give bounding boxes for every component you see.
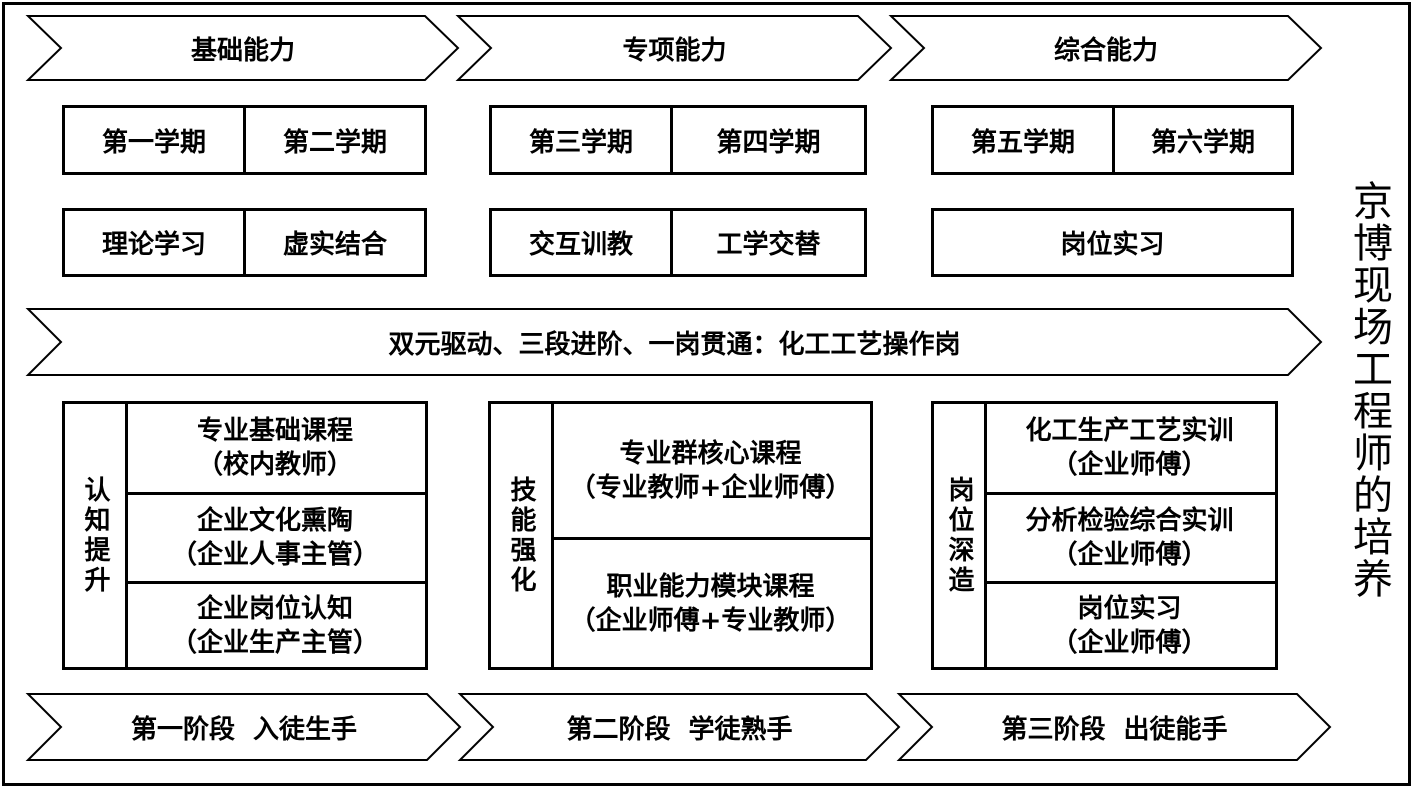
- semester-cell: 第五学期: [931, 105, 1115, 175]
- course-item: 岗位实习 （企业师傅）: [984, 581, 1275, 667]
- course-name: 分析检验综合实训: [1025, 506, 1234, 536]
- side-title-text: 京博现场工程师的培养: [1346, 180, 1392, 600]
- course-name: 岗位实习: [1077, 593, 1182, 624]
- course-item: 企业文化熏陶 （企业人事主管）: [125, 492, 425, 581]
- course-item: 专业群核心课程 （专业教师+企业师傅）: [551, 404, 870, 537]
- course-name: 职业能力模块课程: [606, 571, 815, 602]
- group-label: 岗位深造: [934, 404, 987, 667]
- group-label: 认知提升: [65, 404, 128, 667]
- bottom-stage-arrow-2: [457, 693, 901, 761]
- group-label-text: 认知提升: [80, 475, 110, 596]
- course-teacher: （企业人事主管）: [170, 540, 379, 570]
- semester-cell: 第六学期: [1112, 105, 1294, 175]
- course-item: 企业岗位认知 （企业生产主管）: [125, 581, 425, 667]
- group-label-text: 岗位深造: [944, 475, 974, 596]
- bottom-stage-label: 第二阶段 学徒熟手: [566, 714, 793, 745]
- top-phase-label: 综合能力: [1053, 35, 1158, 66]
- method-cell: 虚实结合: [243, 208, 427, 277]
- course-teacher: （企业生产主管）: [170, 627, 379, 658]
- course-name: 专业群核心课程: [619, 438, 802, 469]
- course-teacher: （企业师傅）: [1051, 450, 1208, 480]
- banner-label: 双元驱动、三段进阶、一岗贯通：化工工艺操作岗: [388, 329, 961, 360]
- side-title: 京博现场工程师的培养: [1334, 140, 1404, 640]
- top-phase-arrow-2: [455, 15, 893, 81]
- course-teacher: （企业师傅）: [1051, 540, 1208, 570]
- course-teacher: （企业师傅+专业教师）: [569, 605, 852, 636]
- stage-group-cognition: 认知提升 专业基础课程 （校内教师） 企业文化熏陶 （企业人事主管） 企业岗位认…: [62, 401, 428, 670]
- semester-cell: 第四学期: [670, 105, 867, 175]
- group-label: 技能强化: [491, 404, 554, 667]
- stage-group-deepening: 岗位深造 化工生产工艺实训 （企业师傅） 分析检验综合实训 （企业师傅） 岗位实…: [931, 401, 1278, 670]
- semester-cell: 第三学期: [489, 105, 673, 175]
- top-phase-label: 基础能力: [190, 35, 295, 66]
- method-cell: 交互训教: [489, 208, 673, 277]
- course-item: 职业能力模块课程 （企业师傅+专业教师）: [551, 537, 870, 667]
- course-teacher: （企业师傅）: [1051, 627, 1208, 658]
- top-phase-arrow-1: [25, 15, 460, 81]
- course-name: 企业文化熏陶: [196, 506, 353, 536]
- course-name: 化工生产工艺实训: [1025, 416, 1234, 446]
- method-cell: 工学交替: [670, 208, 867, 277]
- bottom-stage-arrow-1: [25, 693, 462, 761]
- semester-cell: 第二学期: [243, 105, 427, 175]
- semester-cell: 第一学期: [62, 105, 246, 175]
- course-item: 分析检验综合实训 （企业师傅）: [984, 492, 1275, 581]
- course-teacher: （校内教师）: [196, 450, 353, 480]
- course-name: 企业岗位认知: [196, 593, 353, 624]
- bottom-stage-label: 第三阶段 出徒能手: [1001, 714, 1228, 745]
- method-cell: 理论学习: [62, 208, 246, 277]
- top-phase-arrow-3: [888, 15, 1323, 81]
- top-phase-label: 专项能力: [622, 35, 727, 66]
- bottom-stage-arrow-3: [896, 693, 1332, 761]
- course-item: 专业基础课程 （校内教师）: [125, 404, 425, 492]
- banner-arrow: [25, 308, 1323, 376]
- course-teacher: （专业教师+企业师傅）: [569, 472, 852, 503]
- course-name: 专业基础课程: [196, 416, 353, 446]
- method-cell: 岗位实习: [931, 208, 1294, 277]
- group-label-text: 技能强化: [506, 475, 536, 596]
- bottom-stage-label: 第一阶段 入徒生手: [130, 714, 358, 745]
- course-item: 化工生产工艺实训 （企业师傅）: [984, 404, 1275, 492]
- stage-group-skills: 技能强化 专业群核心课程 （专业教师+企业师傅） 职业能力模块课程 （企业师傅+…: [488, 401, 873, 670]
